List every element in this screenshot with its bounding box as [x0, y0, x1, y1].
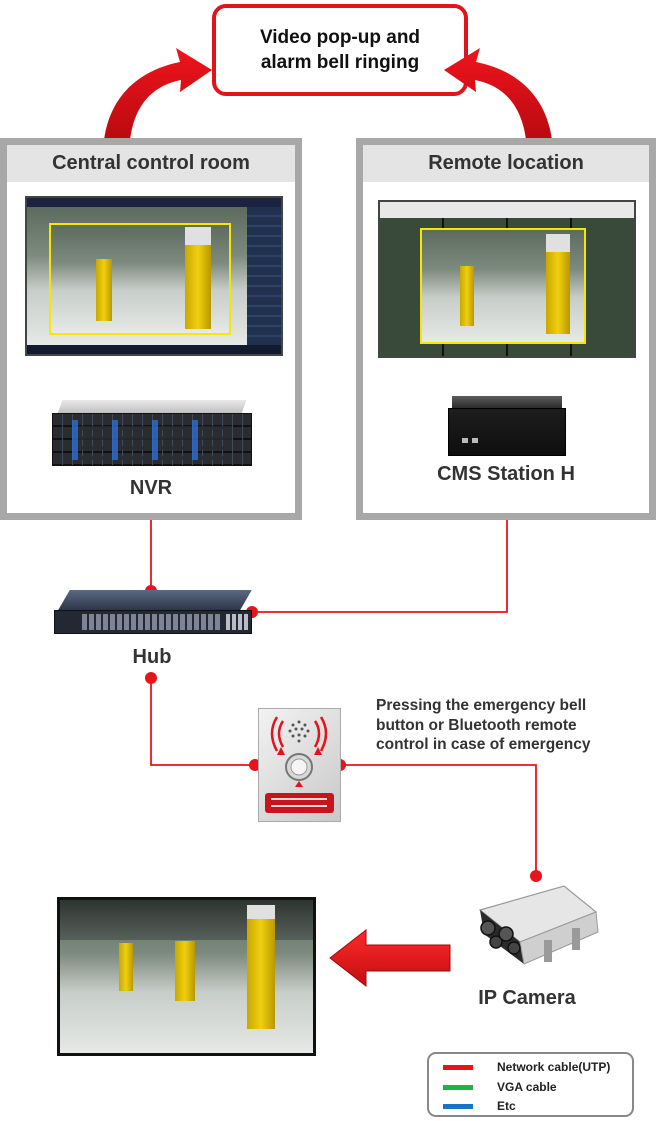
- alert-arrow-left: [104, 48, 212, 140]
- cms-station-device: [448, 396, 566, 456]
- network-cable-hub-bell: [150, 678, 255, 766]
- camera-snapshot: [57, 897, 316, 1056]
- legend-label: VGA cable: [497, 1080, 557, 1094]
- ip-camera-device: [460, 880, 602, 976]
- video-feed-arrow: [329, 928, 451, 988]
- cms-station-label: CMS Station H: [437, 463, 575, 485]
- ip-camera-label: IP Camera: [478, 987, 576, 1009]
- legend-item-network: Network cable(UTP): [443, 1059, 610, 1075]
- network-dot: [145, 672, 157, 684]
- ip-camera-graphic: [478, 885, 599, 965]
- emergency-description: Pressing the emergency bell button or Bl…: [376, 697, 591, 753]
- legend-label: Network cable(UTP): [497, 1060, 611, 1074]
- cms-monitor: [378, 200, 636, 358]
- legend-swatch-red: [443, 1064, 473, 1070]
- emergency-bell-graphic: [265, 716, 334, 813]
- alert-box: Video pop-up and alarm bell ringing: [212, 4, 468, 96]
- network-cable-cms-hub: [252, 503, 508, 613]
- remote-location-title: Remote location: [363, 145, 649, 182]
- nvr-monitor: [25, 196, 283, 356]
- legend-swatch-blue: [443, 1103, 473, 1109]
- nvr-device: [52, 400, 252, 466]
- legend-label: Etc: [497, 1099, 516, 1113]
- legend-item-vga: VGA cable: [443, 1079, 557, 1095]
- hub-label: Hub: [132, 646, 172, 668]
- alert-arrow-right: [444, 48, 552, 140]
- network-dot: [530, 870, 542, 882]
- central-control-room-title: Central control room: [7, 145, 295, 182]
- legend: Network cable(UTP) VGA cable Etc: [427, 1052, 634, 1117]
- legend-swatch-green: [443, 1084, 473, 1090]
- network-cable-bell-camera: [340, 764, 537, 876]
- emergency-bell-device: [258, 708, 341, 822]
- alert-text: Video pop-up and alarm bell ringing: [259, 27, 421, 73]
- nvr-label: NVR: [129, 477, 173, 499]
- hub-switch-device: [54, 590, 252, 636]
- legend-item-etc: Etc: [443, 1098, 516, 1114]
